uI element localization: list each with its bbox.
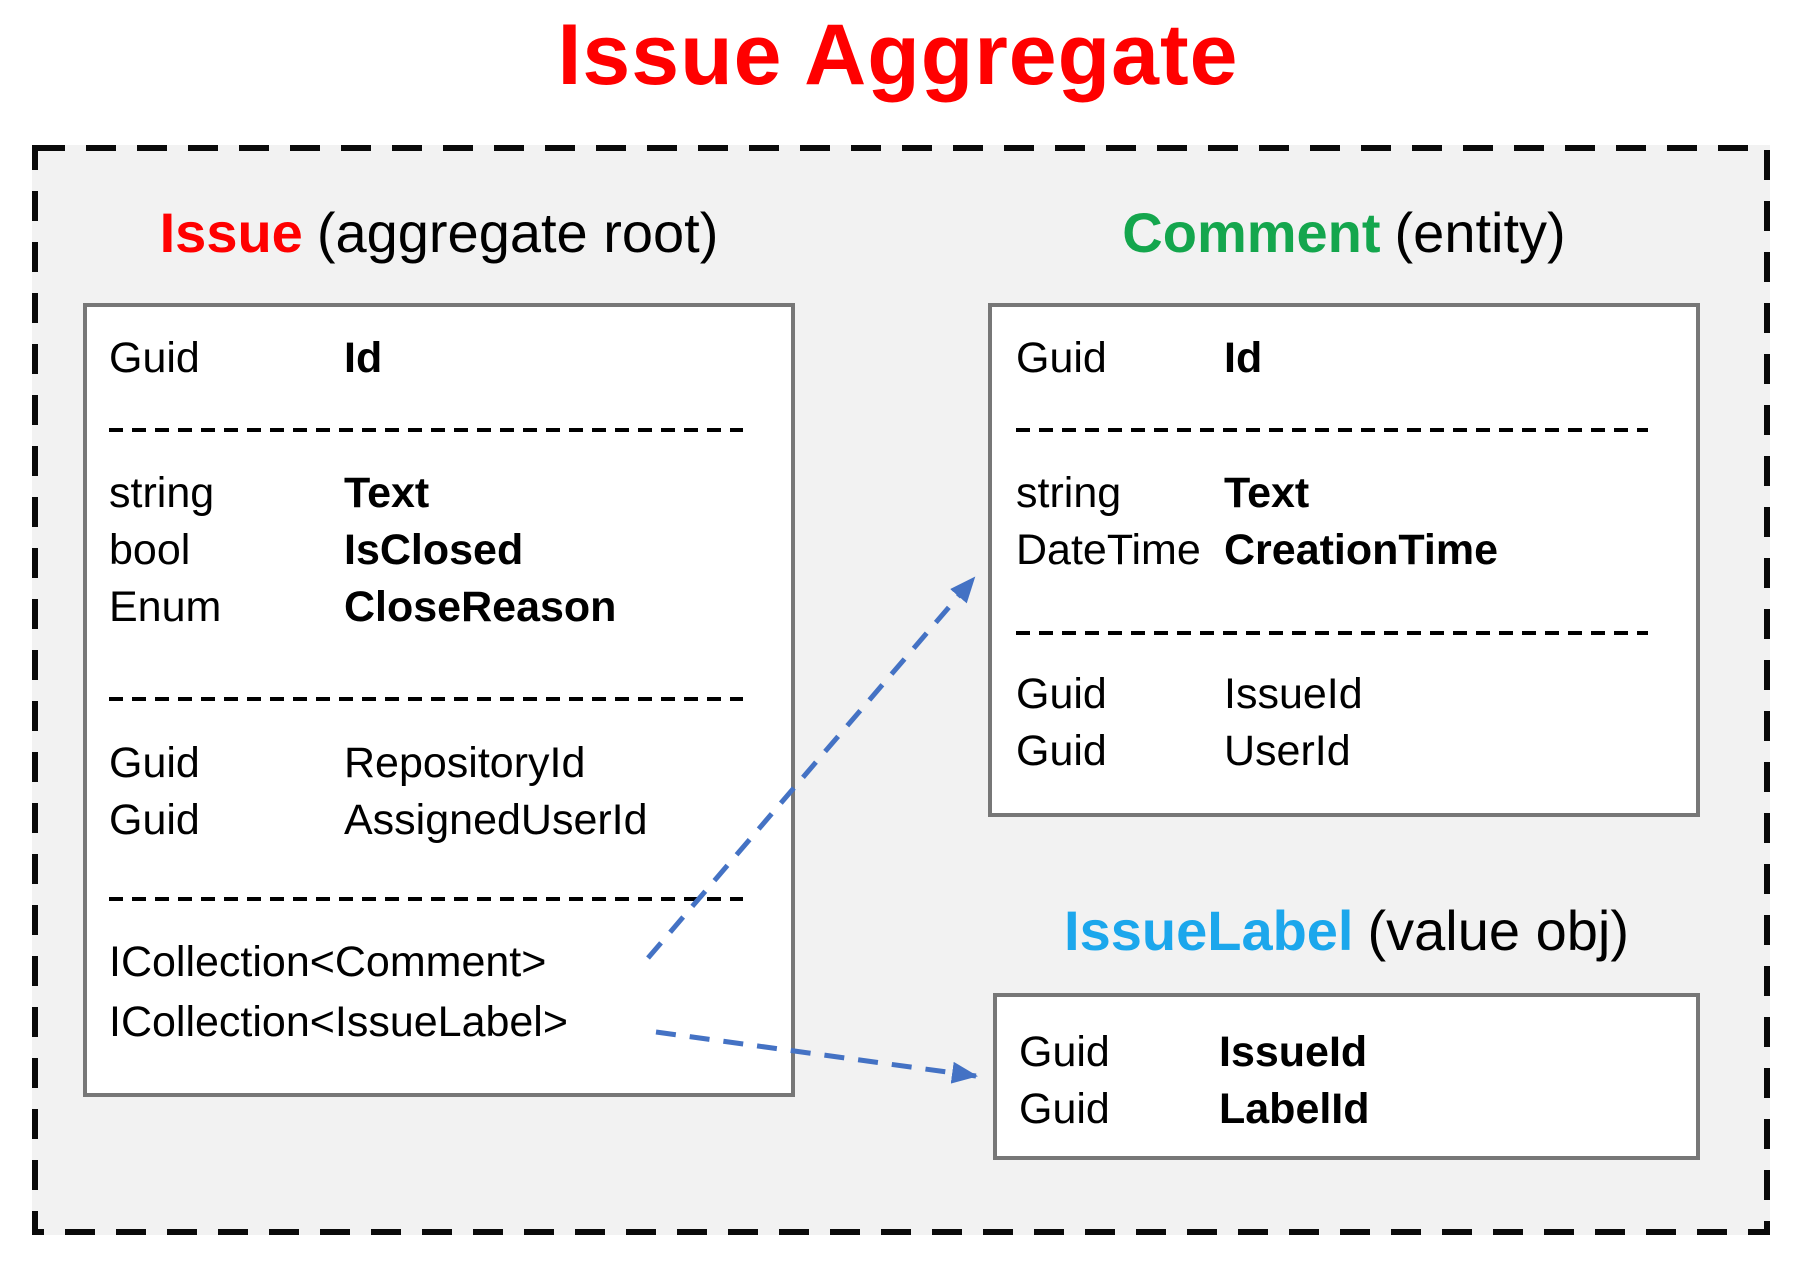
issuelabel-entity-title: IssueLabel(value obj) xyxy=(993,898,1700,963)
section-divider xyxy=(1016,428,1648,432)
collection-field-row: ICollection<IssueLabel> xyxy=(109,992,791,1052)
field-type: DateTime xyxy=(1016,526,1201,574)
field-row: DateTime CreationTime xyxy=(1016,522,1696,579)
field-row: Guid LabelId xyxy=(1019,1081,1696,1138)
comment-entity-name: Comment xyxy=(1122,201,1381,264)
issuelabel-entity-name: IssueLabel xyxy=(1064,899,1354,962)
field-name: Id xyxy=(344,334,383,382)
section-divider xyxy=(109,897,743,901)
section-divider xyxy=(1016,631,1648,635)
comment-entity-box: Guid Id string Text DateTime CreationTim… xyxy=(988,303,1700,817)
issuelabel-entity-kind: (value obj) xyxy=(1367,899,1629,962)
field-type: Guid xyxy=(109,739,200,787)
field-type: Guid xyxy=(109,796,200,844)
field-name: RepositoryId xyxy=(344,739,586,787)
field-name: Text xyxy=(344,469,430,517)
field-name: LabelId xyxy=(1219,1085,1370,1133)
comment-entity-kind: (entity) xyxy=(1394,201,1566,264)
field-row: Enum CloseReason xyxy=(109,579,791,636)
field-row: Guid IssueId xyxy=(1019,1024,1696,1081)
section-divider xyxy=(109,697,743,701)
field-row: Guid UserId xyxy=(1016,723,1696,780)
field-type: string xyxy=(109,469,215,517)
field-type: bool xyxy=(109,526,191,574)
field-row: Guid Id xyxy=(1016,330,1696,387)
collection-field-row: ICollection<Comment> xyxy=(109,932,791,992)
field-type: Guid xyxy=(1019,1028,1110,1076)
field-name: IssueId xyxy=(1224,670,1363,718)
diagram-title: Issue Aggregate xyxy=(557,7,1239,103)
comment-entity-title: Comment(entity) xyxy=(988,200,1700,265)
field-type: ICollection<Comment> xyxy=(109,938,547,986)
field-type: Enum xyxy=(109,583,222,631)
field-name: IssueId xyxy=(1219,1028,1368,1076)
field-name: AssignedUserId xyxy=(344,796,648,844)
field-type: Guid xyxy=(1016,670,1107,718)
field-name: CloseReason xyxy=(344,583,617,631)
issue-entity-title: Issue(aggregate root) xyxy=(83,200,795,265)
field-type: string xyxy=(1016,469,1122,517)
field-type: Guid xyxy=(1016,727,1107,775)
field-row: Guid Id xyxy=(109,330,791,387)
field-row: Guid IssueId xyxy=(1016,666,1696,723)
field-type: Guid xyxy=(109,334,200,382)
field-row: Guid RepositoryId xyxy=(109,735,791,792)
field-row: Guid AssignedUserId xyxy=(109,792,791,849)
issue-entity-name: Issue xyxy=(159,201,303,264)
field-name: Id xyxy=(1224,334,1263,382)
field-row: bool IsClosed xyxy=(109,522,791,579)
issuelabel-entity-box: Guid IssueId Guid LabelId xyxy=(993,993,1700,1160)
field-name: CreationTime xyxy=(1224,526,1498,574)
issue-entity-kind: (aggregate root) xyxy=(316,201,719,264)
issue-entity-box: Guid Id string Text bool IsClosed Enum C… xyxy=(83,303,795,1097)
section-divider xyxy=(109,428,743,432)
field-name: Text xyxy=(1224,469,1310,517)
field-name: UserId xyxy=(1224,727,1351,775)
field-name: IsClosed xyxy=(344,526,524,574)
field-row: string Text xyxy=(1016,465,1696,522)
field-type: ICollection<IssueLabel> xyxy=(109,998,568,1046)
field-row: string Text xyxy=(109,465,791,522)
field-type: Guid xyxy=(1019,1085,1110,1133)
field-type: Guid xyxy=(1016,334,1107,382)
